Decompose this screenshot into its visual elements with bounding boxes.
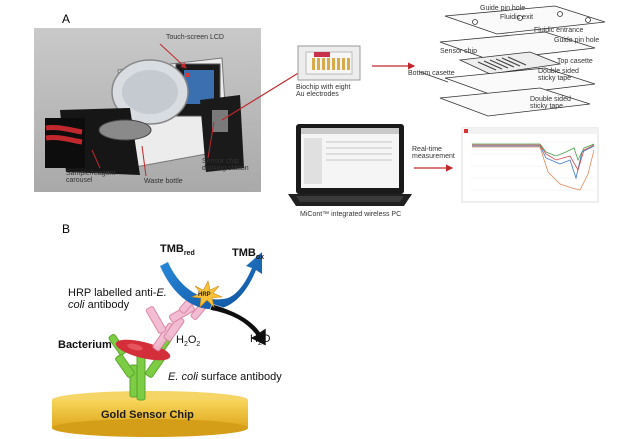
label-guide-pin-hole-right: Guide pin hole bbox=[554, 37, 600, 44]
surface-rest: surface antibody bbox=[197, 371, 282, 383]
label-hrp-antibody-line2: coli antibody bbox=[68, 298, 167, 312]
label-realtime-line2: measurement bbox=[412, 153, 455, 161]
label-tmb-red: TMBred bbox=[160, 243, 195, 258]
realtime-plot-thumbnail bbox=[461, 127, 599, 203]
label-realtime: Real-time measurement bbox=[412, 146, 455, 161]
label-realtime-line1: Real-time bbox=[412, 146, 442, 153]
label-bottom-casette: Bottom casette bbox=[408, 70, 455, 77]
hrp-line1-text: HRP labelled anti- bbox=[68, 287, 157, 299]
surface-italic: E. coli bbox=[168, 371, 198, 383]
label-docking-line2: docking station bbox=[202, 165, 249, 173]
biochip-electrodes bbox=[312, 58, 350, 70]
label-bacterium: Bacterium bbox=[58, 339, 112, 351]
label-tape-1-line2: sticky tape bbox=[538, 75, 572, 83]
h2o2-o: O bbox=[187, 334, 197, 346]
h2o2-h: H bbox=[176, 334, 184, 346]
label-pc: MiCont™ integrated wireless PC bbox=[300, 211, 402, 218]
label-carousel-line1: Sample/reagent bbox=[66, 170, 116, 177]
label-h2o: H2O bbox=[250, 333, 271, 348]
label-top-casette: Top casette bbox=[557, 58, 593, 65]
panel-a-letter: A bbox=[62, 12, 71, 26]
hrp-line1-italic: E. bbox=[156, 287, 167, 299]
label-biochip-line1: Biochip with eight bbox=[296, 84, 351, 91]
label-fluidic-exit: Fluidic exit bbox=[500, 14, 534, 21]
h2o-h: H bbox=[250, 333, 258, 345]
tmb-ox-main: TMB bbox=[232, 247, 256, 259]
laptop-photo bbox=[288, 124, 412, 206]
h2o-o: O bbox=[261, 333, 271, 345]
label-biochip: Biochip with eight Au electrodes bbox=[296, 84, 350, 99]
hrp-enzyme-star bbox=[190, 280, 224, 308]
hrp-line2-text: antibody bbox=[84, 298, 130, 311]
label-tape-2-line1: Double sided bbox=[530, 96, 571, 103]
tmb-red-sub: red bbox=[183, 250, 195, 258]
label-carousel-line2: carousel bbox=[66, 177, 93, 185]
label-gold-sensor-chip: Gold Sensor Chip bbox=[101, 409, 194, 421]
label-sensor-chip: Sensor chip bbox=[440, 48, 477, 55]
label-tape-1-line1: Double sided bbox=[538, 68, 579, 75]
label-docking-line1: Sensor chip bbox=[202, 158, 239, 165]
h2o-sub: 2 bbox=[257, 340, 262, 348]
panel-b-letter: B bbox=[62, 222, 71, 236]
tmb-ox-sub: ox bbox=[255, 254, 264, 262]
label-guide-pin-hole-top: Guide pin hole bbox=[480, 5, 526, 12]
label-surface-antibody: E. coli surface antibody bbox=[168, 371, 282, 384]
label-docking-station: Sensor chip docking station bbox=[202, 158, 249, 173]
h2o2-sub2: 2 bbox=[196, 341, 201, 349]
biochip-photo bbox=[297, 45, 361, 81]
label-carousel: Sample/reagent carousel bbox=[66, 170, 115, 185]
label-tape-2-line2: sticky tape bbox=[530, 103, 564, 111]
tmb-oxidation-arrow bbox=[160, 252, 262, 310]
label-touch-screen: Touch-screen LCD bbox=[166, 34, 224, 41]
label-tape-1: Double sided sticky tape bbox=[538, 68, 579, 83]
h2o2-reduction-arrow bbox=[209, 303, 267, 347]
hrp-line2-italic: coli bbox=[68, 298, 85, 311]
label-biochip-line2: Au electrodes bbox=[296, 91, 339, 99]
hrp-badge: HRP bbox=[198, 292, 211, 298]
label-hrp-antibody-line1: HRP labelled anti-E. bbox=[68, 287, 167, 300]
label-h2o2: H2O2 bbox=[176, 334, 201, 349]
gold-sensor-chip bbox=[52, 391, 248, 437]
h2o2-sub1: 2 bbox=[183, 341, 188, 349]
label-hrp-antibody: HRP labelled anti-E. coli antibody bbox=[68, 287, 167, 312]
instrument-photo bbox=[34, 28, 301, 192]
label-tape-2: Double sided sticky tape bbox=[530, 96, 571, 111]
tmb-red-main: TMB bbox=[160, 243, 184, 255]
label-waste-bottle: Waste bottle bbox=[144, 178, 183, 185]
exploded-cassette bbox=[419, 5, 606, 117]
label-tmb-ox: TMBox bbox=[232, 247, 264, 262]
label-fluidic-entrance: Fluidic entrance bbox=[534, 27, 584, 34]
bacterium bbox=[115, 339, 171, 361]
